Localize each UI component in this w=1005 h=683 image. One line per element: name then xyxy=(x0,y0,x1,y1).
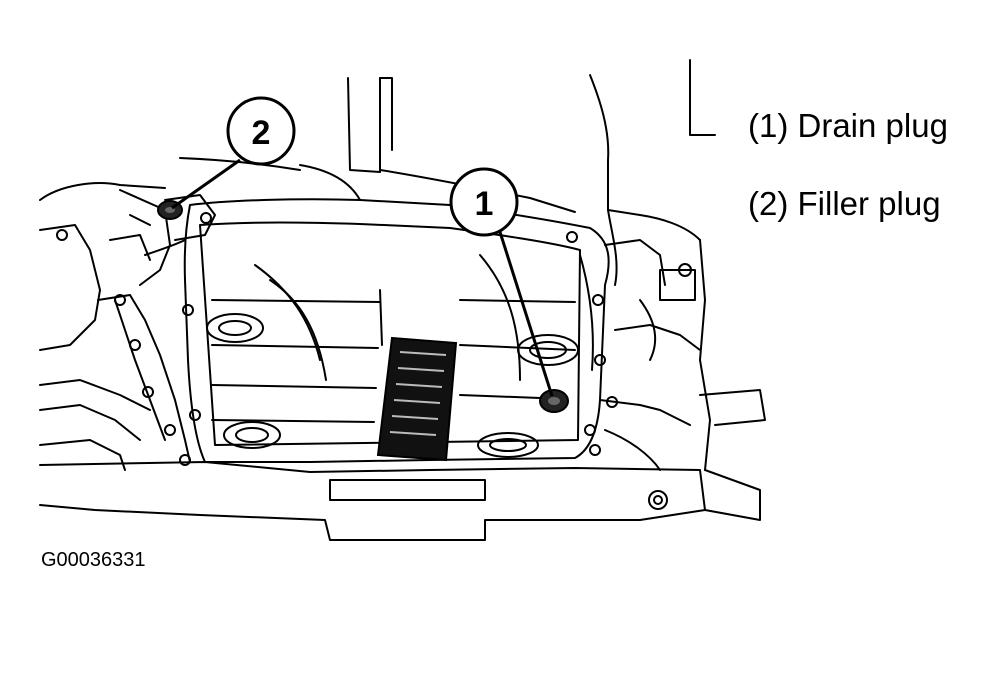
right-side-components xyxy=(579,239,766,471)
legend-filler-plug: (2) Filler plug xyxy=(748,185,941,222)
callout-1: 1 xyxy=(449,167,519,237)
oil-pan xyxy=(182,198,610,463)
callout-2: 2 xyxy=(226,96,296,166)
svg-text:1: 1 xyxy=(475,185,494,223)
svg-text:2: 2 xyxy=(252,114,271,152)
figure-id: G00036331 xyxy=(41,549,146,571)
drain-plug xyxy=(539,389,569,413)
left-side-components xyxy=(39,182,216,471)
legend-drain-plug: (1) Drain plug xyxy=(748,107,948,144)
cross-member xyxy=(39,461,761,541)
pan-label-plate xyxy=(376,336,458,462)
leader-lines xyxy=(171,158,554,397)
